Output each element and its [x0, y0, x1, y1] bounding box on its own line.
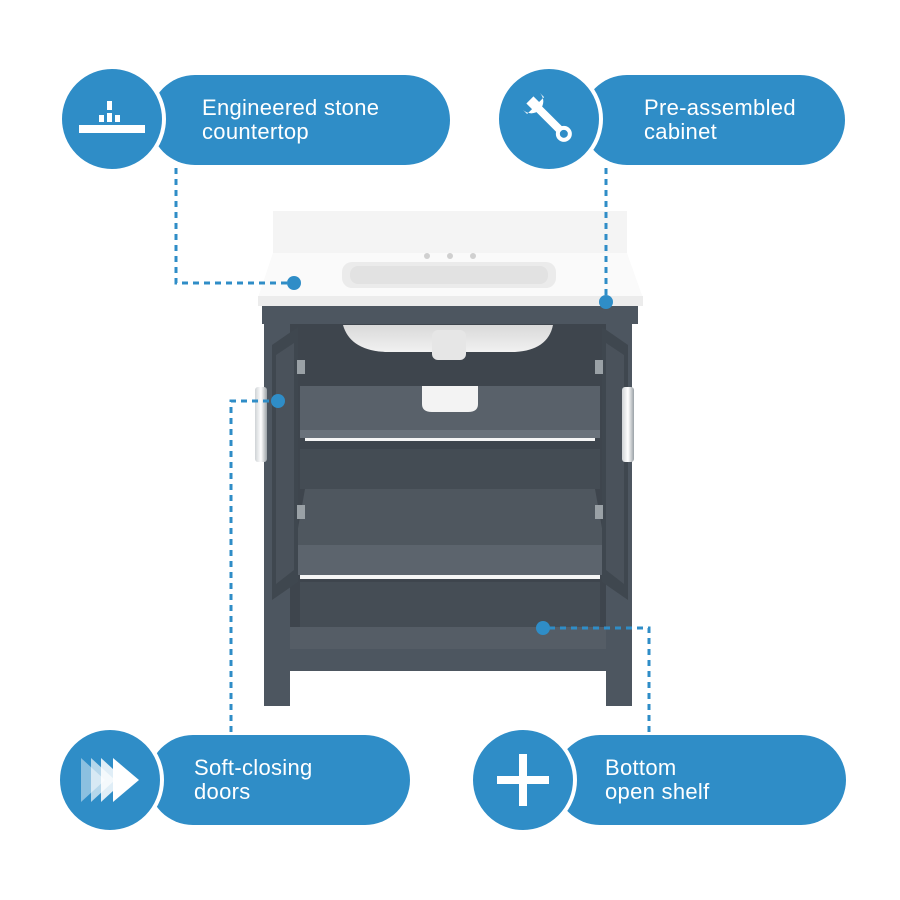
left-door-handle — [255, 387, 267, 462]
right-door — [595, 327, 634, 600]
callout-cabinet-label: Pre-assembled cabinet — [644, 95, 796, 144]
callout-shelf-label: Bottom open shelf — [605, 755, 710, 804]
cabinet-body — [262, 306, 638, 706]
callout-countertop-pill: Engineered stone countertop — [150, 75, 450, 165]
fast-forward-icon — [56, 726, 164, 834]
callout-cabinet-pill: Pre-assembled cabinet — [582, 75, 845, 165]
wrench-icon — [495, 65, 603, 173]
callout-doors-label: Soft-closing doors — [194, 755, 313, 804]
plus-icon — [469, 726, 577, 834]
callout-doors-pill: Soft-closing doors — [148, 735, 410, 825]
right-door-handle — [622, 387, 634, 462]
callout-shelf-pill: Bottom open shelf — [555, 735, 846, 825]
countertop — [258, 211, 643, 306]
countertop-icon — [58, 65, 166, 173]
callout-countertop-label: Engineered stone countertop — [202, 95, 380, 144]
left-door — [255, 327, 305, 600]
